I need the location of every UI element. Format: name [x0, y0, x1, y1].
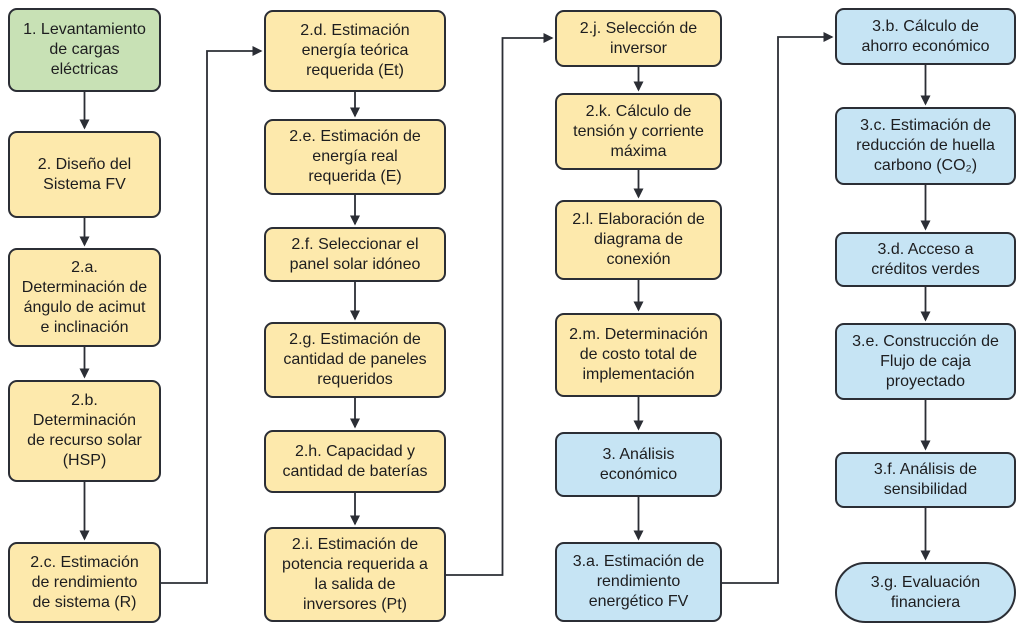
node-label: 3.b. Cálculo de ahorro económico [861, 17, 990, 55]
node-3-analisis-economico: 3. Análisis económico [555, 432, 722, 497]
node-label: 3.a. Estimación de rendimiento energétic… [572, 553, 705, 610]
node-label: 2.k. Cálculo de tensión y corriente máxi… [573, 102, 704, 160]
node-label: 1. Levantamiento de cargas eléctricas [23, 21, 146, 78]
node-label: 2. Diseño del Sistema FV [37, 155, 132, 193]
node-label: 2.c. Estimación de rendimiento de sistem… [30, 553, 139, 611]
node-2h-baterias: 2.h. Capacidad y cantidad de baterías [264, 430, 446, 493]
node-label: 2.j. Selección de inversor [579, 19, 698, 57]
node-2d-energia-teorica: 2.d. Estimación energía teórica requerid… [264, 10, 446, 92]
node-label: 2.a. Determinación de ángulo de acimut e… [21, 258, 148, 336]
node-label: 2.b. Determinación de recurso solar (HSP… [27, 392, 142, 469]
node-label: 2.l. Elaboración de diagrama de conexión [572, 211, 705, 268]
edge-2c-2d [161, 46, 263, 584]
node-label: 2.g. Estimación de cantidad de paneles r… [283, 331, 427, 388]
node-label: 2.f. Seleccionar el panel solar idóneo [289, 235, 421, 273]
node-3b-ahorro-economico: 3.b. Cálculo de ahorro económico [835, 8, 1016, 65]
node-label: 2.m. Determinación de costo total de imp… [569, 326, 708, 383]
node-3c-huella-carbono: 3.c. Estimación de reducción de huella c… [835, 107, 1016, 185]
edge-2i-2j [446, 33, 554, 576]
node-2-diseno-sistema-fv: 2. Diseño del Sistema FV [8, 131, 161, 218]
node-2m-costo-total: 2.m. Determinación de costo total de imp… [555, 313, 722, 397]
node-3g-evaluacion-financiera: 3.g. Evaluación financiera [835, 562, 1016, 623]
node-label: 3.c. Estimación de reducción de huella c… [856, 117, 995, 174]
node-label: 2.e. Estimación de energía real requerid… [289, 128, 421, 185]
node-2g-cantidad-paneles: 2.g. Estimación de cantidad de paneles r… [264, 322, 446, 398]
node-2f-panel-solar: 2.f. Seleccionar el panel solar idóneo [264, 227, 446, 282]
node-label: 3.g. Evaluación financiera [870, 573, 981, 611]
node-label: 3.e. Construcción de Flujo de caja proye… [852, 332, 999, 390]
node-label: 2.h. Capacidad y cantidad de baterías [282, 442, 428, 480]
node-3e-flujo-caja: 3.e. Construcción de Flujo de caja proye… [835, 323, 1016, 400]
node-label: 2.i. Estimación de potencia requerida a … [282, 535, 428, 613]
node-label: 2.d. Estimación energía teórica requerid… [300, 22, 410, 79]
node-2b-recurso-solar: 2.b. Determinación de recurso solar (HSP… [8, 380, 161, 482]
node-label: 3.f. Análisis de sensibilidad [873, 461, 978, 498]
node-2k-tension-corriente: 2.k. Cálculo de tensión y corriente máxi… [555, 93, 722, 170]
node-1-levantamiento-cargas: 1. Levantamiento de cargas eléctricas [8, 8, 161, 92]
node-2c-rendimiento-sistema: 2.c. Estimación de rendimiento de sistem… [8, 542, 161, 623]
node-label: 3.d. Acceso a créditos verdes [871, 240, 980, 278]
node-label: 3. Análisis económico [599, 445, 678, 483]
node-3d-creditos-verdes: 3.d. Acceso a créditos verdes [835, 232, 1016, 287]
node-2a-angulo-acimut: 2.a. Determinación de ángulo de acimut e… [8, 248, 161, 347]
node-3a-rendimiento-energetico: 3.a. Estimación de rendimiento energétic… [555, 542, 722, 622]
node-2e-energia-real: 2.e. Estimación de energía real requerid… [264, 119, 446, 195]
node-2j-seleccion-inversor: 2.j. Selección de inversor [555, 10, 722, 67]
edge-3a-3b [722, 32, 834, 584]
node-2i-potencia-inversores: 2.i. Estimación de potencia requerida a … [264, 527, 446, 622]
node-3f-analisis-sensibilidad: 3.f. Análisis de sensibilidad [835, 452, 1016, 508]
node-2l-diagrama-conexion: 2.l. Elaboración de diagrama de conexión [555, 200, 722, 280]
